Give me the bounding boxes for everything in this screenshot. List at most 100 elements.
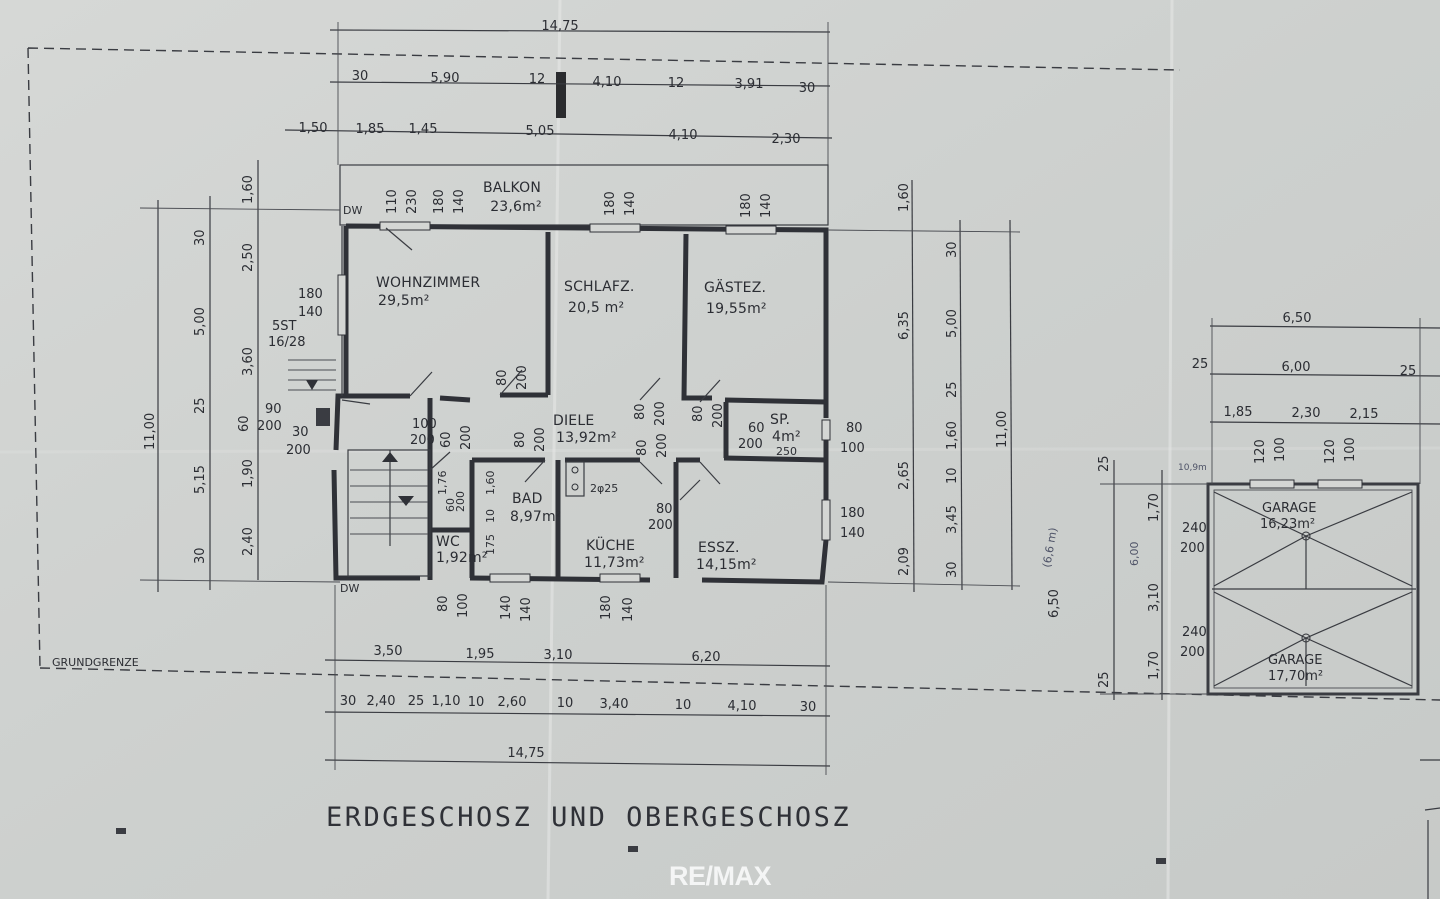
dim-label: 80	[656, 502, 673, 517]
balcony-outline	[339, 164, 829, 226]
dim-label: 1,70	[1147, 651, 1162, 680]
dim-label: 140	[452, 189, 467, 214]
room-area-schlafz: 20,5 m²	[568, 300, 624, 316]
room-name-wc: WC	[436, 534, 460, 550]
dim-label: 25	[193, 397, 208, 414]
property-boundary	[27, 47, 1440, 701]
room-area-garage-2: 17,70m²	[1268, 669, 1323, 684]
dim-label: 80	[691, 405, 706, 422]
room-area-wohnzimmer: 29,5m²	[378, 293, 430, 309]
door-swings	[341, 227, 721, 501]
dim-label: 6,50	[1283, 311, 1312, 326]
left-dimensions: 11,00 30 5,00 25 5,15 30 1,60 2,50 3,60 …	[139, 160, 341, 592]
dim-label: 30	[340, 694, 357, 709]
garage-block: GARAGE 16,23m² GARAGE 17,70m² 6,50 25 6,…	[1040, 311, 1440, 700]
dim-label: 200	[655, 433, 670, 458]
dim-label: 10	[557, 696, 574, 711]
ink-specks	[116, 828, 1166, 864]
dim-label: 60	[748, 421, 765, 436]
dim-label: 5,90	[431, 71, 460, 86]
dim-label: 30	[352, 69, 369, 84]
opening-dimensions-right: 80 100 180 140	[840, 421, 865, 541]
dim-label: 200	[286, 443, 311, 458]
bottom-dimensions: 3,50 1,95 3,10 6,20 30 2,40 25 1,10 10 2…	[324, 585, 831, 775]
dim-label: 80	[633, 403, 648, 420]
dim-label: 4,10	[669, 128, 698, 143]
stairs: 5ST 16/28	[268, 319, 431, 577]
window-dimensions-top: 110 230 180 140 180 140 180 140	[385, 189, 774, 218]
opening-dimensions-bottom: 80 100 140 140 180 140	[436, 593, 636, 622]
dim-label: 60	[237, 415, 252, 432]
paper-fold	[546, 0, 562, 899]
room-name-garage-1: GARAGE	[1262, 501, 1316, 516]
dim-label: 3,91	[735, 77, 764, 92]
dim-label: 25	[408, 694, 425, 709]
dim-label: 100	[456, 593, 471, 618]
dim-label: 1,76	[436, 471, 449, 496]
stove	[565, 461, 585, 497]
dim-label: 1,90	[241, 459, 256, 488]
dw-marker: DW	[340, 582, 359, 595]
dim-label: 2,60	[498, 695, 527, 710]
windows	[337, 221, 831, 583]
dim-label: 10	[675, 698, 692, 713]
dim-label: 140	[623, 191, 638, 216]
dim-label: 2,09	[897, 547, 912, 576]
dim-label: 140	[759, 193, 774, 218]
dim-label: 25	[945, 381, 960, 398]
dim-label: 200	[257, 419, 282, 434]
dim-label: 200	[653, 401, 668, 426]
dim-label: 1,60	[945, 421, 960, 450]
dim-label: 10	[484, 509, 497, 523]
dim-label: 3,40	[600, 697, 629, 712]
dim-label: 1,10	[432, 694, 461, 709]
room-name-kueche: KÜCHE	[586, 536, 635, 554]
dim-label: 2,30	[1292, 406, 1321, 421]
dim-label: 80	[846, 421, 863, 436]
edge-fragment	[1420, 759, 1440, 899]
stairs-ratio: 16/28	[268, 335, 305, 350]
dim-label: 100	[840, 441, 865, 456]
dim-label: 175	[484, 534, 497, 555]
dim-label: 230	[405, 189, 420, 214]
dim-label: 5,15	[193, 465, 208, 494]
stairs-label: 5ST	[272, 319, 297, 334]
dim-label: 5,00	[945, 309, 960, 338]
dim-left-total: 11,00	[143, 413, 158, 450]
dim-label: 240	[1182, 625, 1207, 640]
dim-label: 180	[603, 191, 618, 216]
paper-tear	[556, 72, 566, 118]
dim-label: 250	[776, 445, 797, 458]
dim-label: 60	[439, 431, 454, 448]
dim-label: 6,35	[897, 311, 912, 340]
dim-label: 1,85	[1224, 405, 1253, 420]
dim-label: 1,85	[356, 122, 385, 137]
dim-label: 140	[840, 526, 865, 541]
room-name-balkon: BALKON	[483, 180, 541, 196]
dim-label: 2,50	[241, 243, 256, 272]
dim-label: 1,70	[1147, 493, 1162, 522]
dim-label: 30	[945, 561, 960, 578]
dim-label: 6,20	[692, 650, 721, 665]
room-area-kueche: 11,73m²	[584, 555, 645, 571]
dim-top-total: 14,75	[541, 19, 578, 34]
dim-label: 100	[412, 417, 437, 432]
dim-label: 5,00	[193, 307, 208, 336]
dim-label: 200	[738, 437, 763, 452]
dim-label: 200	[533, 427, 548, 452]
dim-label: 12	[668, 76, 685, 91]
dim-label: 3,50	[374, 644, 403, 659]
dim-label: 25	[1400, 364, 1417, 379]
dim-label: 12	[529, 72, 546, 87]
dim-label: 1,50	[299, 121, 328, 136]
dim-label: 30	[800, 700, 817, 715]
room-area-sp: 4m²	[772, 429, 801, 445]
room-area-essz: 14,15m²	[696, 557, 757, 573]
room-name-garage-2: GARAGE	[1268, 653, 1322, 668]
room-name-essz: ESSZ.	[698, 540, 740, 556]
dim-label: 90	[265, 402, 282, 417]
dim-label: 200	[515, 365, 530, 390]
dim-label: 5,05	[526, 124, 555, 139]
